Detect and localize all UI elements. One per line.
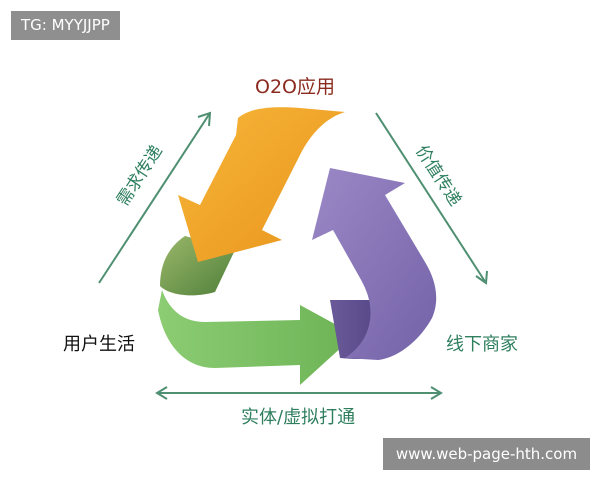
value-transfer-arrow (375, 112, 488, 285)
channel-badge: TG: MYYJJPP (11, 11, 120, 40)
bottom-double-arrow (155, 386, 443, 400)
left-node-label: 用户生活 (63, 334, 135, 355)
site-watermark: www.web-page-hth.com (383, 438, 590, 470)
top-node-label: O2O应用 (255, 76, 335, 98)
orange-cycle-arrow (178, 107, 345, 262)
right-node-label: 线下商家 (446, 334, 518, 355)
bottom-label: 实体/虚拟打通 (241, 407, 356, 428)
green-cycle-arrow (158, 290, 355, 385)
demand-transfer-arrow (98, 111, 212, 284)
purple-cycle-arrow (312, 168, 437, 360)
